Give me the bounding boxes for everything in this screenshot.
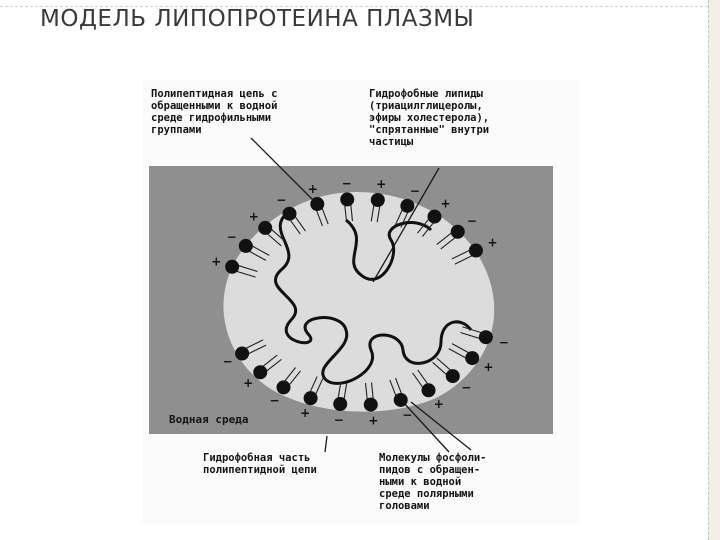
charge-sign: − [334, 413, 344, 427]
charge-sign: − [269, 394, 279, 408]
label-aqueous-medium: Водная среда [169, 413, 249, 426]
phospholipid-head [276, 380, 291, 395]
charge-sign: + [488, 236, 498, 250]
slide-title: МОДЕЛЬ ЛИПОПРОТЕИНА ПЛАЗМЫ [40, 6, 475, 32]
phospholipid-head [363, 397, 378, 412]
phospholipid-head [282, 206, 297, 221]
charge-sign: + [300, 406, 310, 420]
phospholipid-head [333, 396, 348, 411]
phospholipid-head [253, 365, 268, 380]
charge-sign: − [402, 408, 412, 422]
phospholipid-head [421, 383, 436, 398]
phospholipid-head [340, 192, 355, 207]
charge-sign: + [368, 414, 378, 428]
charge-sign: + [249, 209, 259, 223]
charge-signs: +−+−+−+−+−+−+−+−+−+−+− [211, 176, 509, 427]
label-hydrophobic-lipids: Гидрофобные липиды (триацилглицеролы, эф… [369, 88, 490, 148]
phospholipid-head [235, 346, 250, 361]
charge-sign: + [308, 182, 318, 196]
phospholipid-head [258, 220, 273, 235]
slide-frame-right [708, 0, 720, 540]
phospholipid-head [427, 209, 442, 224]
phospholipid-head [450, 224, 465, 239]
charge-sign: − [467, 214, 477, 228]
phospholipid-head [303, 391, 318, 406]
lipoprotein-figure: +−+−+−+−+−+−+−+−+−+−+− Полипептидная цеп… [141, 80, 580, 524]
slide-frame-top [0, 6, 708, 7]
lipoprotein-diagram: +−+−+−+−+−+−+−+−+−+−+− [149, 137, 553, 453]
label-polypeptide-hydrophilic: Полипептидная цепь с обращенными к водно… [151, 88, 278, 136]
phospholipid-head [370, 193, 385, 208]
charge-sign: − [342, 176, 352, 190]
phospholipid-head [478, 330, 493, 345]
charge-sign: + [211, 254, 221, 268]
charge-sign: + [483, 360, 493, 374]
phospholipid-head [400, 198, 415, 213]
phospholipid-layer [225, 192, 493, 412]
charge-sign: − [461, 381, 471, 395]
charge-sign: − [222, 355, 232, 369]
phospholipid-head [445, 369, 460, 384]
charge-sign: + [376, 177, 386, 191]
phospholipid-head [465, 351, 480, 366]
phospholipid-head [238, 238, 253, 253]
phospholipid-head [225, 259, 240, 274]
polypeptide-chain [274, 208, 473, 385]
charge-sign: − [499, 336, 509, 350]
charge-sign: + [441, 196, 451, 210]
charge-sign: + [434, 397, 444, 411]
charge-sign: − [410, 184, 420, 198]
leader-lines [250, 137, 472, 453]
label-phospholipids: Молекулы фосфоли- пидов с обращен- ными … [379, 452, 487, 512]
charge-sign: − [227, 230, 237, 244]
phospholipid-head [393, 392, 408, 407]
label-polypeptide-hydrophobic: Гидрофобная часть полипептидной цепи [203, 452, 317, 476]
charge-sign: + [243, 376, 253, 390]
phospholipid-head [310, 197, 325, 212]
charge-sign: − [276, 193, 286, 207]
phospholipid-head [468, 243, 483, 258]
particle-core [223, 192, 495, 412]
